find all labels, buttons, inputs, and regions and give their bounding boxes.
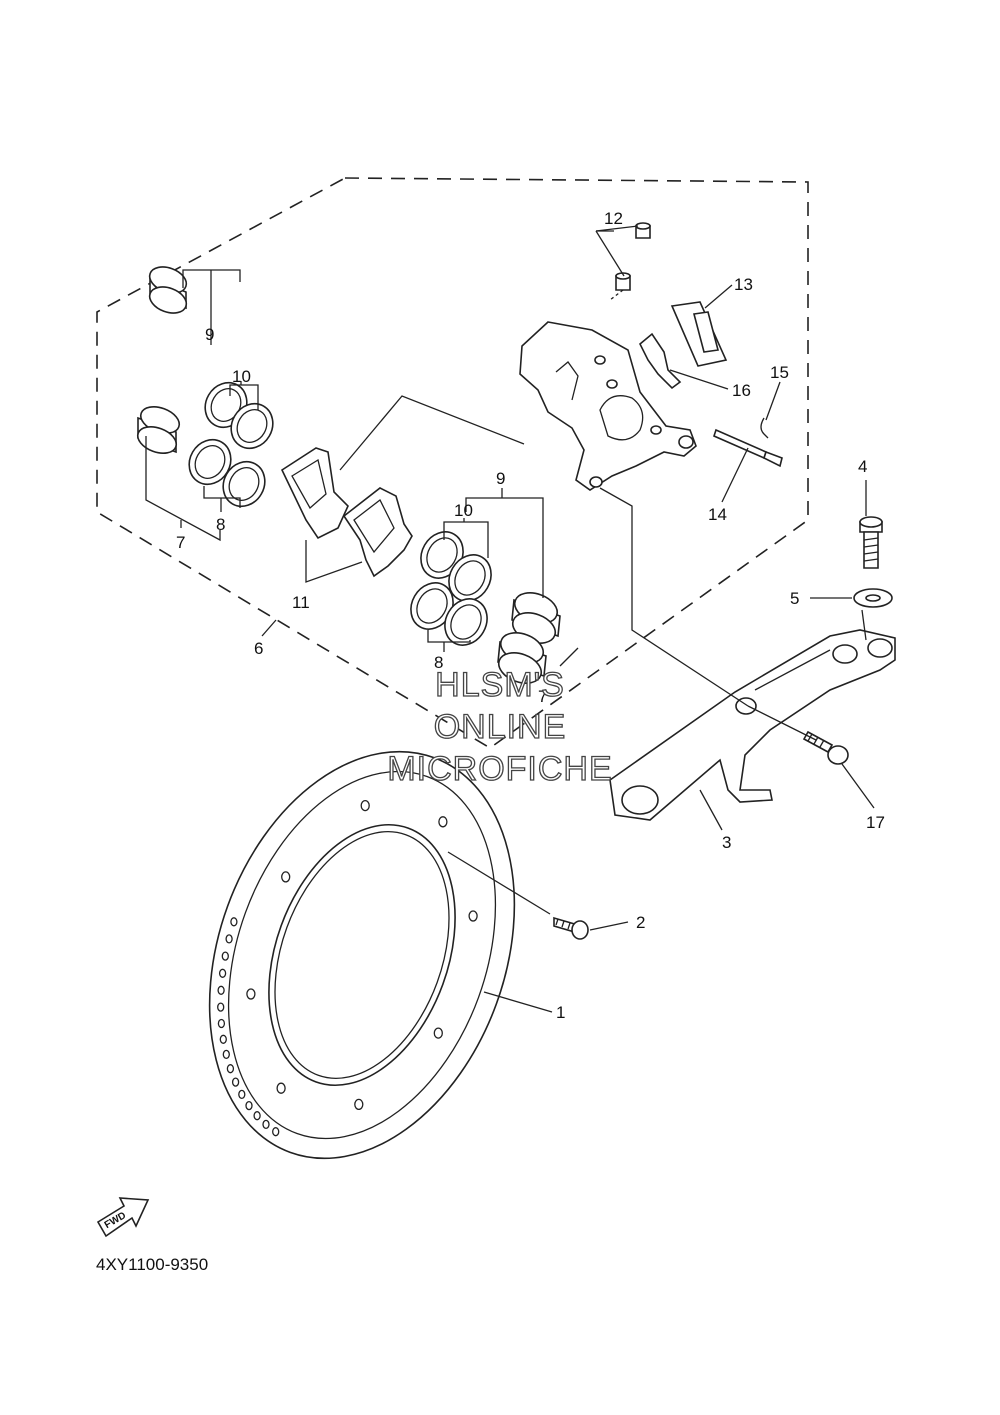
- brake-pads: [280, 447, 413, 578]
- disc-mount-hole: [468, 910, 478, 922]
- disc-vent-hole: [217, 985, 225, 995]
- bleed-screws: [615, 222, 651, 291]
- disc-mount-hole: [246, 988, 256, 1000]
- disc-vent-hole: [245, 1100, 253, 1111]
- caliper-body: [519, 321, 697, 491]
- callout-labels: 1 2 3 4 5 6 7 8 9 10 11 12 13 14 15 16 1…: [176, 209, 885, 1022]
- callout-1: 1: [556, 1003, 565, 1022]
- part-code: 4XY1100-9350: [96, 1255, 208, 1274]
- mounting-bolt-4: [859, 516, 883, 569]
- disc-mount-hole: [433, 1027, 443, 1039]
- disc-vent-hole: [222, 1049, 230, 1060]
- watermark-line-3: MICROFICHE: [387, 750, 612, 788]
- watermark: HLSM'S ONLINE MICROFICHE: [387, 665, 613, 788]
- disc-mount-hole: [276, 1082, 286, 1094]
- callout-7: 7: [176, 533, 185, 552]
- disc-mount-hole: [360, 799, 370, 812]
- disc-vent-hole: [217, 1002, 225, 1012]
- pad-spring-16: [639, 332, 682, 390]
- disc-mount-hole: [281, 871, 291, 883]
- disc-vent-hole: [225, 934, 233, 944]
- disc-vent-hole: [231, 1077, 240, 1087]
- pad-support-13: [670, 301, 728, 367]
- caliper-assembly-boundary: [96, 177, 809, 749]
- fwd-arrow-icon: FWD: [96, 1197, 150, 1238]
- callout-10: 10: [232, 367, 251, 386]
- seals-right: [410, 531, 492, 646]
- callout-10-right: 10: [454, 501, 473, 520]
- disc-mount-hole: [438, 816, 448, 828]
- callout-12: 12: [604, 209, 623, 228]
- disc-vent-hole: [218, 968, 227, 978]
- pad-pin-14: [713, 428, 783, 468]
- washer-5: [853, 588, 893, 608]
- clip-15: [760, 417, 769, 439]
- disc-vent-hole: [262, 1119, 270, 1130]
- callout-6: 6: [254, 639, 263, 658]
- disc-vent-hole: [230, 917, 238, 927]
- disc-vent-hole: [221, 951, 229, 961]
- callout-9-right: 9: [496, 469, 505, 488]
- disc-vent-hole: [219, 1034, 227, 1044]
- callout-5: 5: [790, 589, 799, 608]
- callout-7-right: 7: [538, 687, 547, 706]
- callout-13: 13: [734, 275, 753, 294]
- caliper-bracket: [609, 629, 896, 821]
- callout-15: 15: [770, 363, 789, 382]
- pistons-right: [497, 592, 561, 684]
- callout-2: 2: [636, 913, 645, 932]
- disc-bolt: [553, 916, 589, 940]
- callout-17: 17: [866, 813, 885, 832]
- disc-vent-hole: [238, 1089, 246, 1100]
- pistons-left: [136, 266, 188, 454]
- watermark-line-1: HLSM'S: [435, 666, 565, 704]
- disc-vent-hole: [253, 1111, 261, 1121]
- disc-vent-hole: [217, 1018, 226, 1029]
- seals-left: [188, 381, 274, 508]
- callout-4: 4: [858, 457, 867, 476]
- callout-8-right: 8: [434, 653, 443, 672]
- disc-vent-hole: [226, 1064, 235, 1074]
- watermark-line-2: ONLINE: [434, 708, 567, 746]
- brake-disc: [208, 750, 516, 1160]
- disc-vent-hole: [272, 1127, 280, 1137]
- callout-11: 11: [292, 593, 310, 612]
- callout-9: 9: [205, 325, 214, 344]
- leader-lines: [145, 225, 875, 1013]
- callout-16: 16: [732, 381, 751, 400]
- callout-3: 3: [722, 833, 731, 852]
- callout-14: 14: [708, 505, 727, 524]
- disc-mount-hole: [354, 1098, 364, 1111]
- callout-8: 8: [216, 515, 225, 534]
